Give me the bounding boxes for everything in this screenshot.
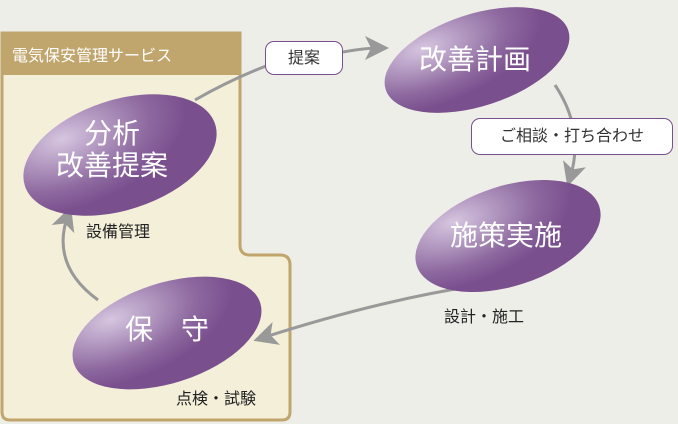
node-maintenance (72, 276, 262, 390)
node-analysis-line1: 分析 (83, 117, 141, 150)
node-plan-label: 改善計画 (418, 43, 532, 76)
node-analysis-label: 分析 改善提案 (56, 118, 168, 182)
tag-consultation: ご相談・打ち合わせ (471, 118, 673, 155)
caption-inspection-testing: 点検・試験 (176, 389, 257, 408)
panel-title: 電気保安管理サービス (12, 46, 173, 65)
caption-design-construction: 設計・施工 (444, 307, 525, 326)
node-analysis (23, 94, 217, 216)
tag-proposal: 提案 (265, 41, 343, 75)
arrow-maintenance-to-analysis (51, 206, 99, 302)
node-plan (384, 7, 570, 113)
node-implement (415, 179, 601, 293)
panel-header (2, 33, 240, 75)
caption-equipment-management: 設備管理 (86, 222, 151, 241)
node-implement-label: 施策実施 (449, 219, 563, 252)
node-analysis-line2: 改善提案 (55, 149, 169, 182)
arrow-analysis-to-proposal (194, 64, 267, 102)
node-maintenance-label: 保 守 (124, 313, 210, 346)
arrow-proposal-to-plan (342, 36, 389, 61)
